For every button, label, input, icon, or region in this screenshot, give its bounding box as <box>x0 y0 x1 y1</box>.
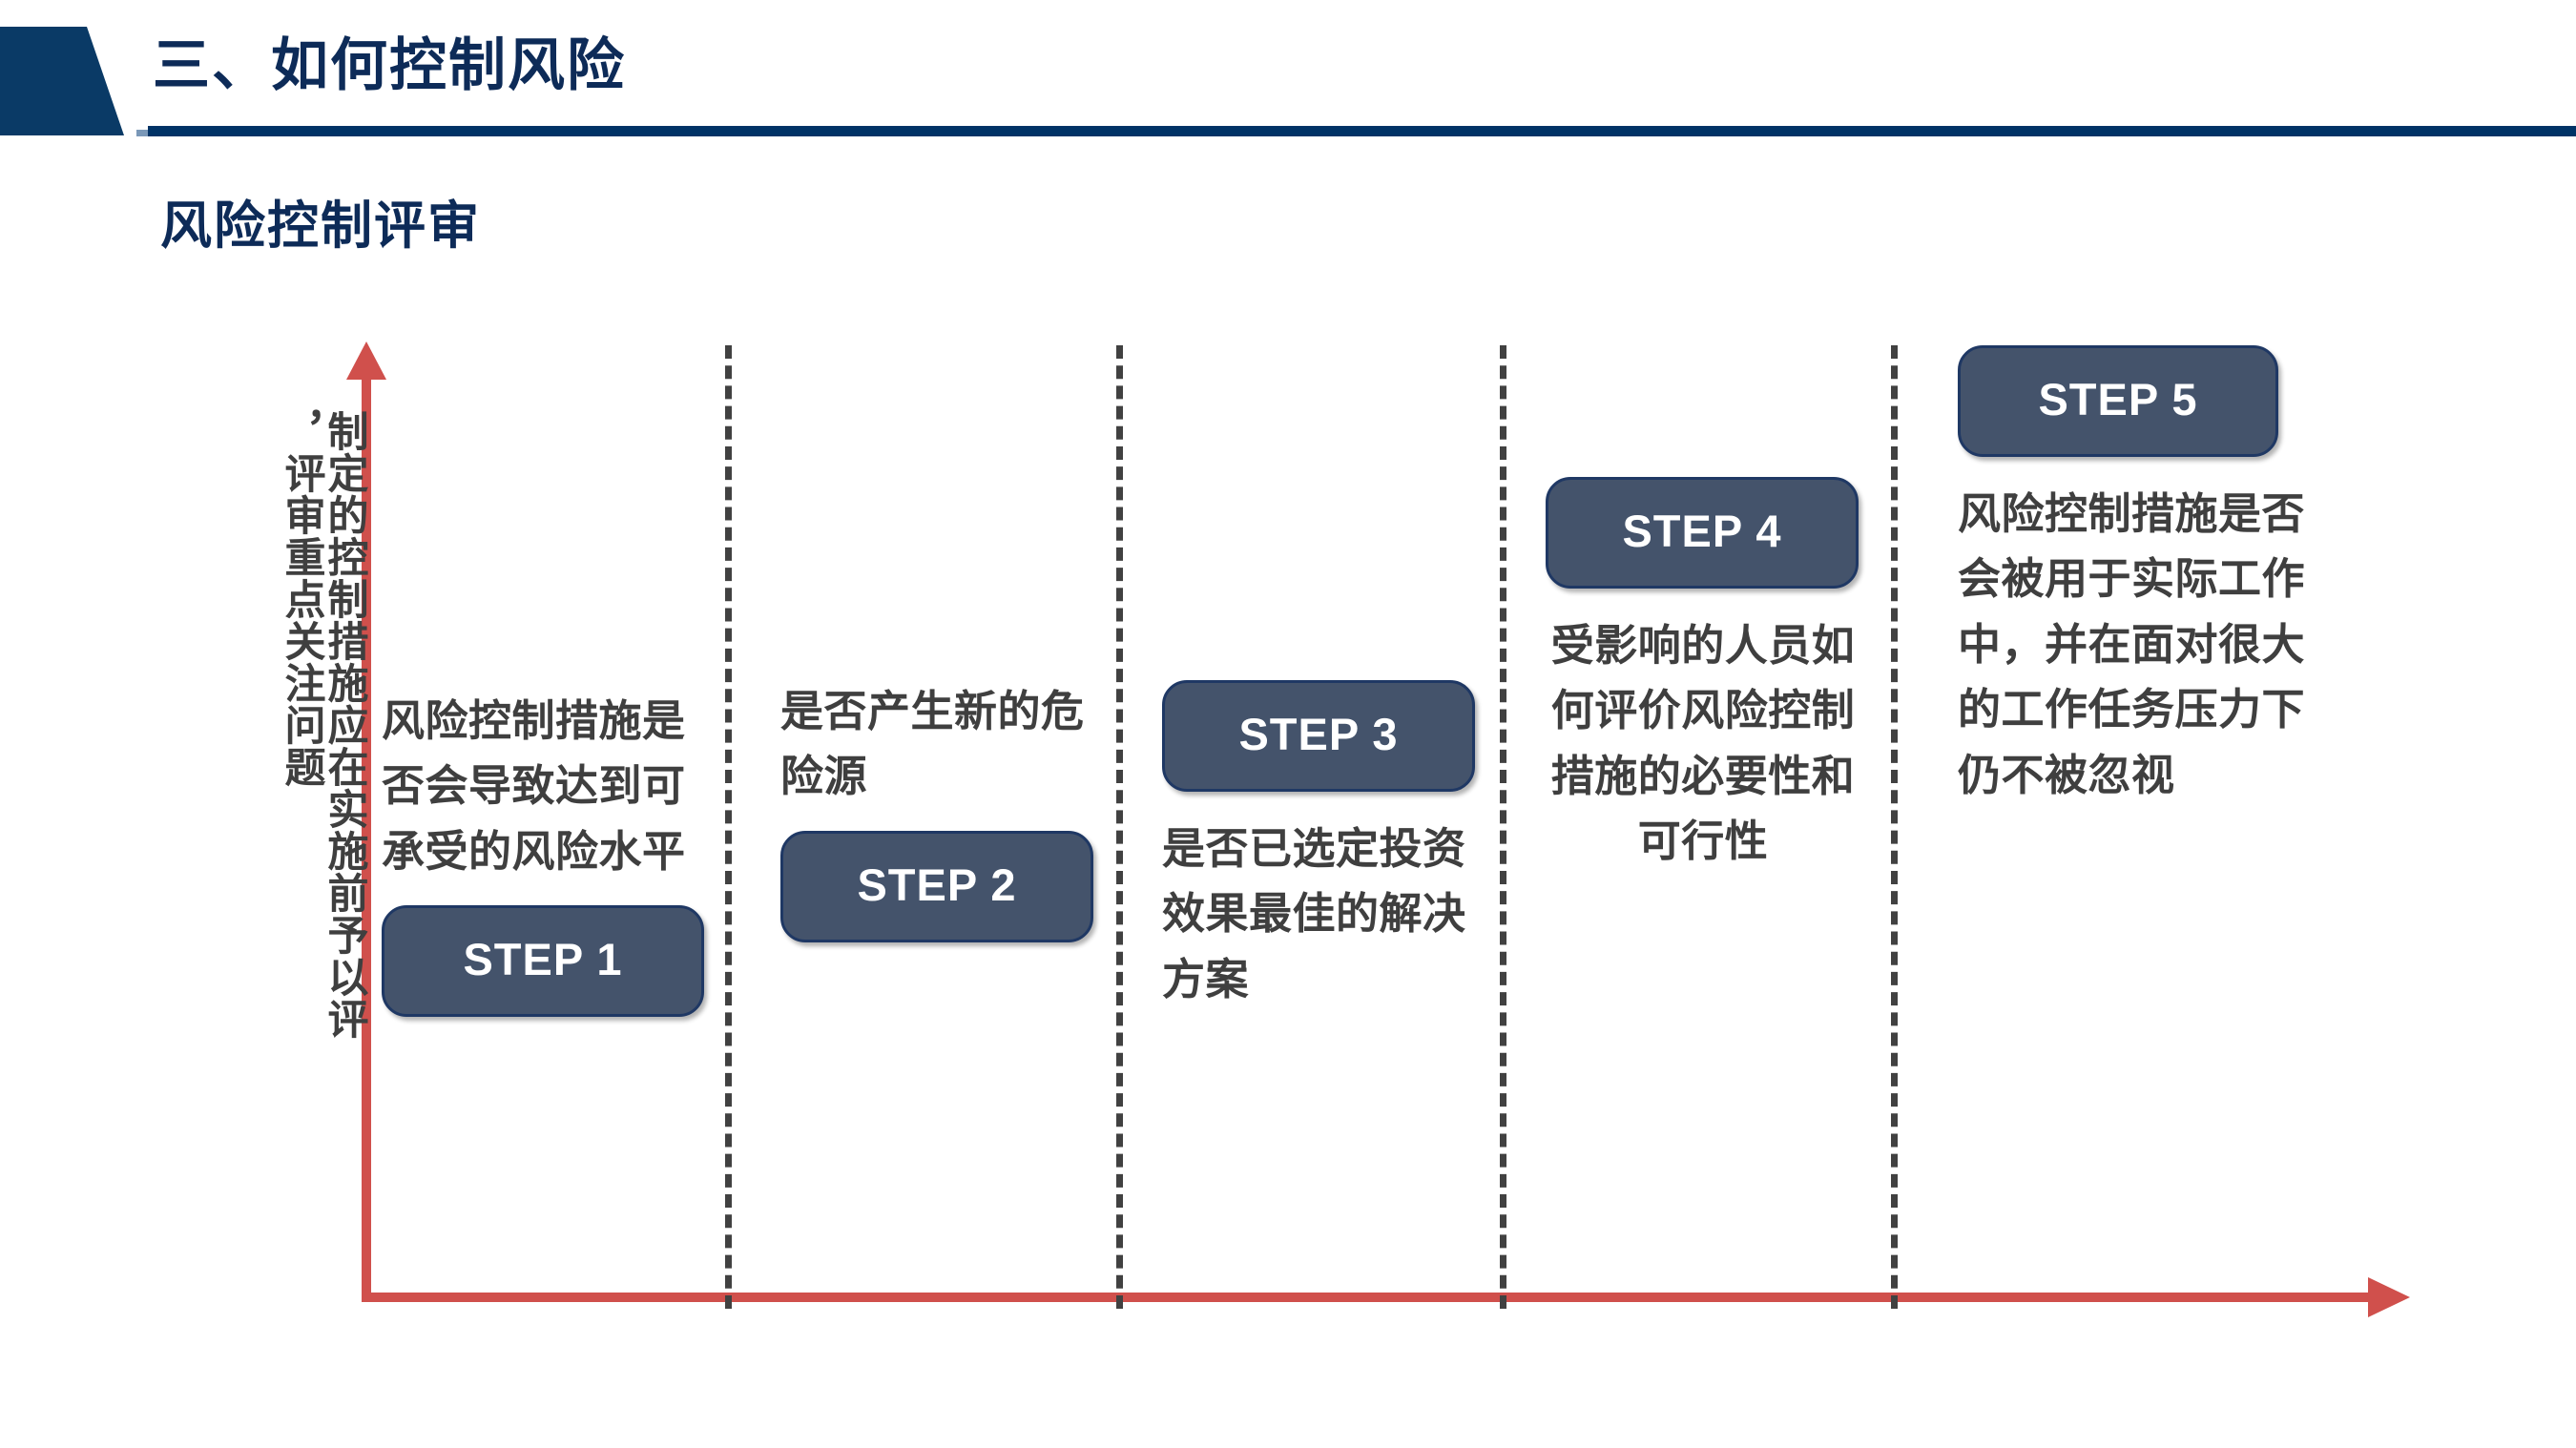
step-3-badge[interactable]: STEP 3 <box>1162 680 1475 792</box>
step-1-badge[interactable]: STEP 1 <box>382 905 704 1018</box>
step-2-badge[interactable]: STEP 2 <box>780 830 1093 942</box>
step-column-3: STEP 3 是否已选定投资效果最佳的解决方案 <box>1162 680 1477 1012</box>
header-rule-notch <box>136 130 152 136</box>
step-column-2: 是否产生新的危险源 STEP 2 <box>780 679 1095 942</box>
section-subtitle: 风险控制评审 <box>160 197 481 255</box>
step-4-badge[interactable]: STEP 4 <box>1546 477 1859 589</box>
header-underline-rule <box>148 126 2576 136</box>
step-3-description: 是否已选定投资效果最佳的解决方案 <box>1162 824 1466 1003</box>
page-title: 三、如何控制风险 <box>153 33 626 97</box>
step-4-description: 受影响的人员如何评价风险控制措施的必要性和可行性 <box>1550 621 1856 866</box>
step-2-description: 是否产生新的危险源 <box>780 687 1085 801</box>
column-divider-1 <box>725 345 732 1309</box>
step-column-1: 风险控制措施是否会导致达到可承受的风险水平 STEP 1 <box>382 689 721 1018</box>
step-5-description: 风险控制措施是否会被用于实际工作中，并在面对很大的工作任务压力下仍不被忽视 <box>1958 489 2306 799</box>
step-1-description: 风险控制措施是否会导致达到可承受的风险水平 <box>382 696 686 876</box>
y-axis-label-column-2: ，评审重点关注问题 <box>279 410 324 788</box>
step-column-5: STEP 5 风险控制措施是否会被用于实际工作中，并在面对很大的工作任务压力下仍… <box>1958 345 2311 808</box>
column-divider-2 <box>1116 345 1123 1309</box>
x-axis-line <box>362 1293 2375 1302</box>
column-divider-3 <box>1500 345 1506 1309</box>
y-axis-label: 制定的控制措施应在实施前予以评 ，评审重点关注问题 <box>240 410 367 1269</box>
column-divider-4 <box>1891 345 1898 1309</box>
y-axis-line <box>362 372 371 1302</box>
x-axis-arrowhead-icon <box>2368 1277 2410 1317</box>
step-5-badge[interactable]: STEP 5 <box>1958 345 2278 457</box>
step-column-4: STEP 4 受影响的人员如何评价风险控制措施的必要性和可行性 <box>1546 477 1860 875</box>
slide-header: 三、如何控制风险 <box>0 0 2576 143</box>
header-wedge-shape <box>0 27 124 135</box>
y-axis-label-column-1: 制定的控制措施应在实施前予以评 <box>322 410 367 1040</box>
